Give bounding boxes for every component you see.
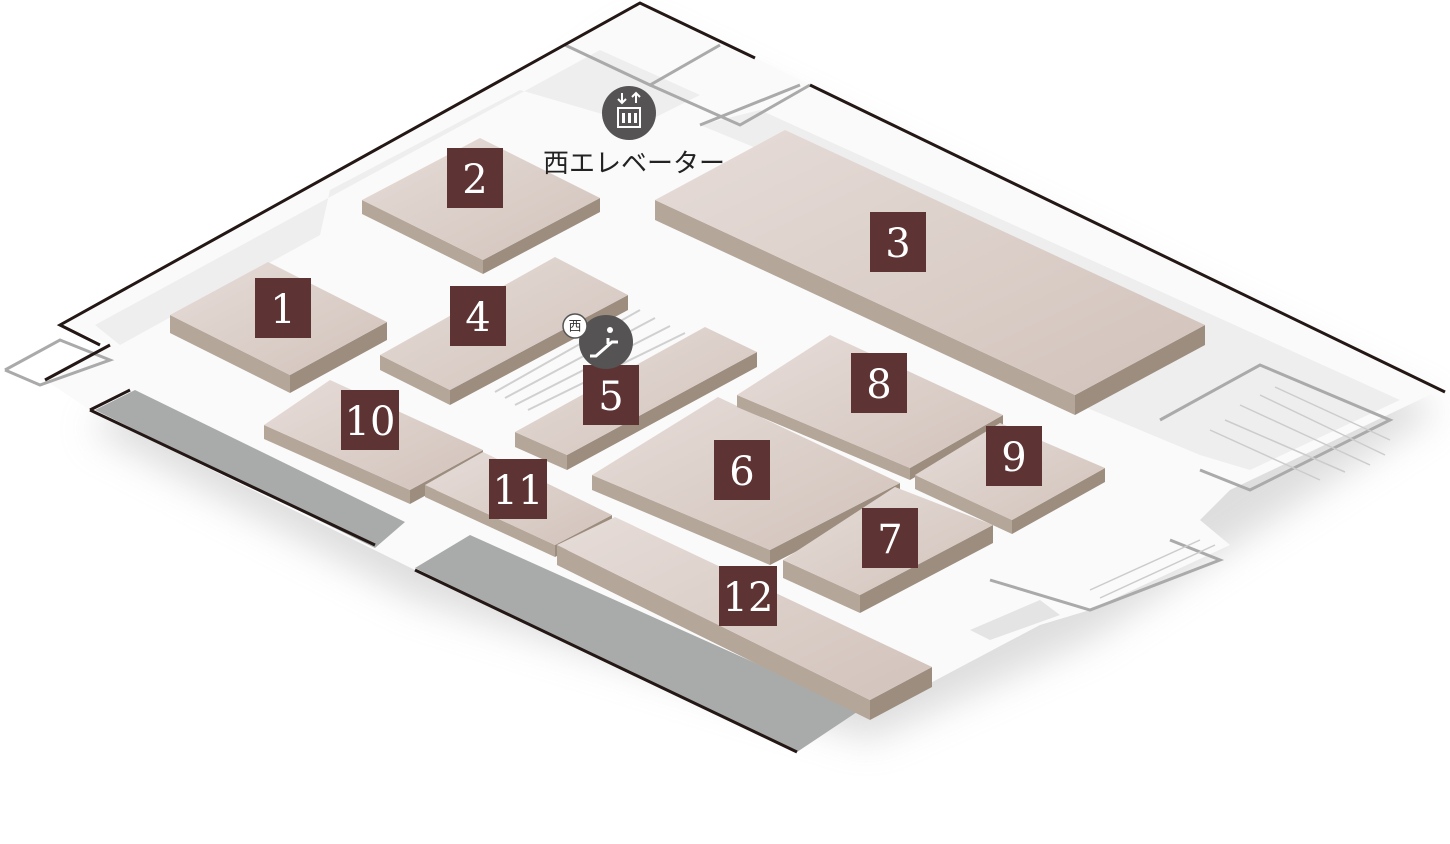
dark-strip <box>95 390 405 548</box>
booth-2[interactable]: 2 <box>362 138 600 274</box>
booth-side-face <box>483 198 600 274</box>
booth-number: 10 <box>345 399 396 445</box>
escalator-icon[interactable] <box>579 315 633 369</box>
booth-side-face <box>860 525 993 613</box>
booth-12[interactable]: 12 <box>557 517 932 720</box>
booth-label-box <box>870 212 926 272</box>
booth-number: 12 <box>723 575 774 621</box>
booth-9[interactable]: 9 <box>915 423 1105 534</box>
floor-corridor <box>970 600 1060 640</box>
booth-7[interactable]: 7 <box>783 487 993 613</box>
booth-label-box <box>341 390 399 450</box>
svg-text:西: 西 <box>568 320 581 335</box>
booth-front-face <box>362 200 483 274</box>
elevator-icon[interactable] <box>602 86 656 140</box>
booth-number: 5 <box>598 374 623 420</box>
booth-label-box <box>447 148 503 208</box>
booth-label-box <box>719 566 777 626</box>
booth-number: 7 <box>877 517 902 563</box>
booth-label-box <box>489 459 547 519</box>
booth-label-box <box>862 508 918 568</box>
booth-3[interactable]: 3 <box>655 130 1205 415</box>
escalator-badge: 西 <box>562 313 588 339</box>
booth-front-face <box>915 475 1012 534</box>
booth-side-face <box>910 415 1003 480</box>
booth-number: 4 <box>465 295 490 341</box>
booth-side-face <box>567 352 757 470</box>
dark-strip <box>415 535 860 752</box>
booth-front-face <box>783 560 860 613</box>
booth-side-face <box>1075 325 1205 415</box>
booth-label-box <box>450 286 506 346</box>
stairs <box>1089 386 1391 599</box>
booth-1[interactable]: 1 <box>170 262 387 393</box>
booth-6[interactable]: 6 <box>592 397 900 565</box>
booth-label-box <box>255 278 311 338</box>
booth-8[interactable]: 8 <box>737 335 1003 480</box>
booth-front-face <box>380 355 450 405</box>
booth-number: 9 <box>1001 435 1026 481</box>
booth-side-face <box>290 322 387 393</box>
floor-corridor <box>700 110 1400 470</box>
booth-number: 8 <box>866 362 891 408</box>
booth-front-face <box>425 485 555 557</box>
booth-side-face <box>1012 468 1105 534</box>
booth-front-face <box>170 315 290 393</box>
booth-front-face <box>264 425 410 504</box>
booth-label-box <box>986 426 1042 486</box>
floor-corridor <box>95 50 700 345</box>
booth-front-face <box>557 545 870 720</box>
booth-number: 6 <box>729 449 754 495</box>
booth-number: 1 <box>270 287 295 333</box>
booth-side-face <box>870 667 932 720</box>
booth-5[interactable]: 5 <box>515 327 757 470</box>
booth-number: 3 <box>885 221 910 267</box>
booth-front-face <box>737 395 910 480</box>
elevator-label: 西エレベーター <box>543 149 725 179</box>
booth-number: 2 <box>462 157 487 203</box>
booth-label-box <box>851 353 907 413</box>
room-outlines <box>4 43 1394 612</box>
booth-front-face <box>592 475 770 565</box>
booth-number: 11 <box>493 468 544 514</box>
booth-front-face <box>515 432 567 470</box>
booth-label-box <box>583 365 639 425</box>
booth-side-face <box>770 483 900 565</box>
booth-front-face <box>655 200 1075 415</box>
walls <box>44 1 1446 754</box>
booth-label-box <box>714 440 770 500</box>
booth-top-face <box>655 130 1205 395</box>
